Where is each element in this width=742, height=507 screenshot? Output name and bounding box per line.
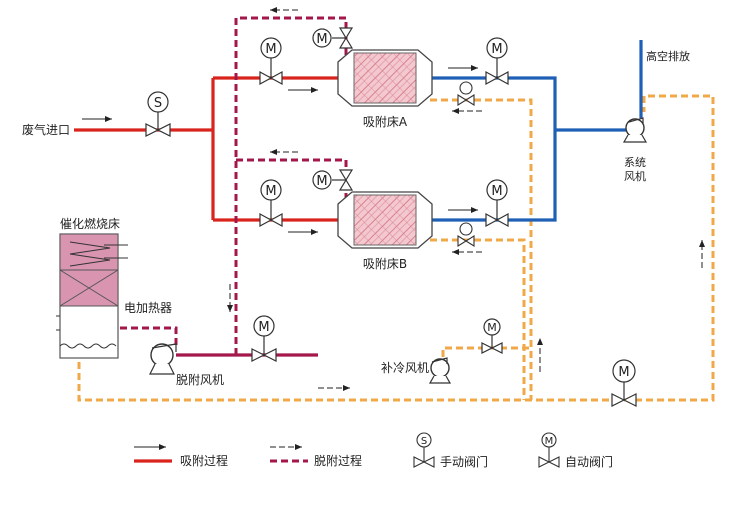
system-fan: 系统 风机 — [622, 117, 648, 183]
manual-valve-inlet: S — [145, 91, 171, 137]
valve-letter: M — [316, 32, 327, 47]
catalytic-combustion-bed: 催化燃烧床 电加热器 — [56, 216, 172, 359]
valve-letter: M — [316, 174, 327, 189]
auto-valve-cool-fan: M — [481, 318, 503, 354]
legend-auto-valve: M 自动阀门 — [538, 432, 613, 469]
valve-letter: S — [421, 436, 427, 447]
valve-letter: M — [491, 42, 502, 57]
auto-valve-b-in: M — [259, 179, 283, 228]
valve-letter: M — [265, 42, 276, 57]
valve-letter: M — [258, 320, 269, 335]
adsorption-bed-a: 吸附床A — [337, 49, 433, 129]
heater-label: 电加热器 — [124, 301, 172, 315]
sys-fan-label-1: 系统 — [624, 156, 646, 169]
sys-fan-label-2: 风机 — [624, 169, 646, 183]
stack-label: 高空排放 — [646, 49, 690, 63]
legend-manual-valve: S 手动阀门 — [413, 432, 488, 469]
legend: 吸附过程 脱附过程 S 手动阀门 M 自动阀门 — [134, 432, 613, 469]
auto-valve-a-out: M — [485, 37, 509, 86]
legend-desorb: 脱附过程 — [270, 444, 362, 468]
auto-valve-desorb-fan: M — [251, 315, 277, 362]
valve-letter: M — [265, 184, 276, 199]
desorb-fan-label: 脱附风机 — [176, 372, 224, 387]
legend-adsorb: 吸附过程 — [134, 444, 228, 468]
auto-valve-bottom: M — [611, 359, 637, 407]
valve-letter: M — [545, 436, 554, 447]
desorb-fan: 脱附风机 — [149, 343, 224, 387]
bed-a-label: 吸附床A — [363, 115, 408, 129]
adsorption-bed-b: 吸附床B — [337, 191, 433, 271]
valve-letter: M — [491, 184, 502, 199]
legend-auto-label: 自动阀门 — [565, 454, 613, 469]
valve-letter: M — [618, 365, 629, 380]
catalytic-label: 催化燃烧床 — [60, 216, 120, 231]
inlet-label: 废气进口 — [22, 122, 70, 137]
auto-valve-b-out: M — [485, 179, 509, 228]
clean-gas-pipes — [430, 40, 643, 222]
flow-arrows — [82, 7, 705, 391]
legend-adsorb-label: 吸附过程 — [180, 453, 228, 468]
valve-letter: M — [487, 321, 497, 334]
cooling-fan: 补冷风机 — [381, 357, 452, 384]
auto-valve-cool-a — [457, 81, 475, 106]
auto-valve-a-in: M — [259, 37, 283, 86]
adsorb-pipes — [74, 76, 338, 222]
legend-desorb-label: 脱附过程 — [314, 453, 362, 468]
auto-valve-cool-b — [457, 222, 475, 247]
auto-valve-desorb-a: M — [312, 27, 354, 49]
manual-valve-letter: S — [154, 96, 162, 111]
legend-manual-label: 手动阀门 — [440, 454, 488, 469]
bed-b-label: 吸附床B — [363, 257, 407, 271]
cool-fan-label: 补冷风机 — [381, 361, 429, 375]
auto-valve-desorb-b: M — [312, 169, 354, 191]
